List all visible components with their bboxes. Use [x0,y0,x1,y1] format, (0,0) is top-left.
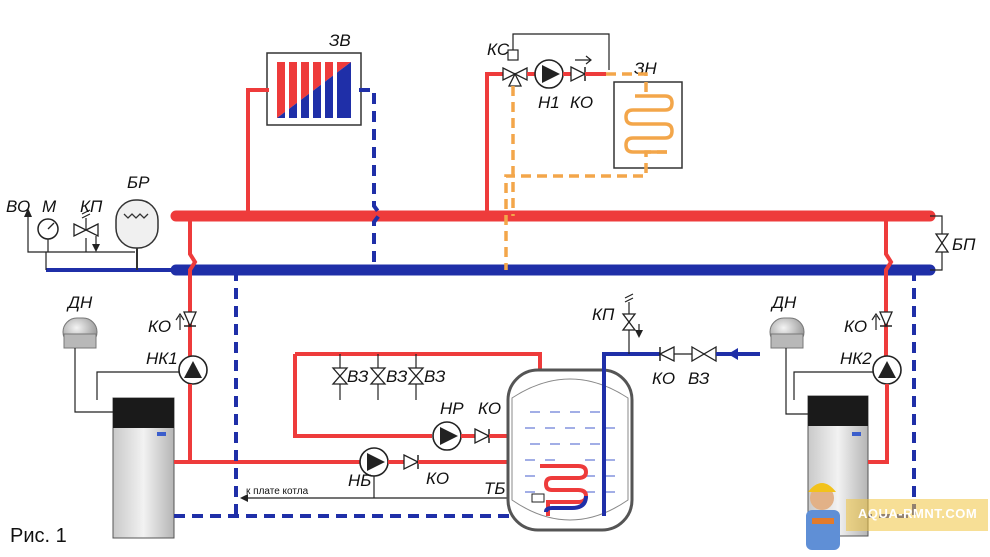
label-zv: ЗВ [329,31,351,50]
pump-nk2-icon [872,355,902,385]
label-ko-top: КО [570,93,593,112]
label-tb: ТБ [484,479,505,498]
label-vo: ВО [6,197,30,216]
label-nk2: НК2 [840,349,872,368]
boiler-right-return [868,270,916,518]
safety-valve-right-icon [621,293,643,354]
dhw-recirculation-left [293,354,432,438]
pressure-sensor-right-icon [769,317,805,349]
pump-nr-icon [432,421,462,451]
tap-valve-3-icon [407,354,425,400]
pump-n1-icon [534,59,564,89]
label-vz-inlet: ВЗ [688,369,710,388]
label-vz-3: ВЗ [424,367,446,386]
label-nb: НБ [348,471,371,490]
label-nr: НР [440,399,464,418]
shutoff-valve-inlet-icon [691,345,717,363]
label-bp: БП [952,235,976,254]
underfloor-loop-pipe [504,72,667,270]
boiler-left-icon [112,397,175,539]
dhw-tank-icon [506,368,634,532]
safety-valve-left-icon [73,209,100,252]
check-valve-inlet-icon [658,345,675,363]
figure-label: Рис. 1 [10,525,67,547]
vo-arrow-icon [24,208,32,217]
pump-nk1-icon [178,355,208,385]
label-nk1: НК1 [146,349,178,368]
expansion-tank-icon [115,199,159,270]
label-ko-nr: КО [478,399,501,418]
label-vz-1: ВЗ [347,367,369,386]
watermark-logo [806,483,988,550]
label-ks: КС [487,40,510,59]
mixing-bypass-line [512,33,610,70]
watermark-text-box: AQUA-RMNT.COM [858,506,978,521]
bypass-valve-icon [934,233,950,253]
tank-sensor-icon [531,493,545,503]
check-valve-left-icon [175,311,197,330]
label-dn-right: ДН [770,293,797,312]
boiler-left-supply [188,216,198,360]
tap-valve-1-icon [331,354,349,400]
radiator-icon [277,62,351,118]
label-n1: Н1 [538,93,560,112]
check-valve-top-icon [570,55,592,83]
label-ko-right: КО [844,317,867,336]
check-valve-nr-icon [474,427,491,445]
mixing-supply-pipe [485,72,509,216]
safety-group-line [27,234,135,253]
label-vz-2: ВЗ [386,367,408,386]
label-ko-left: КО [148,317,171,336]
radiator-return-pipe [359,88,383,270]
label-dn-left: ДН [66,293,93,312]
boiler-right-supply [884,216,894,360]
check-valve-right-icon [871,311,893,330]
pressure-sensor-left-icon [62,317,98,349]
label-kp-right: КП [592,305,615,324]
label-br: БР [127,173,150,192]
dhw-recirculation-top [295,352,542,380]
inlet-arrow-icon [728,348,738,360]
radiator-supply-pipe [246,88,269,216]
check-valve-nb-icon [403,453,420,471]
label-ko-nb: КО [426,469,449,488]
pump-nb-icon [359,447,389,477]
label-m: М [42,197,57,216]
cold-inlet-pipe [602,352,660,516]
tap-valve-2-icon [369,354,387,400]
underfloor-coil-icon [624,94,674,154]
bypass-pipe [930,215,943,271]
label-ko-inlet: КО [652,369,675,388]
label-boiler-note: к плате котла [246,486,309,497]
label-kp-left: КП [80,197,103,216]
